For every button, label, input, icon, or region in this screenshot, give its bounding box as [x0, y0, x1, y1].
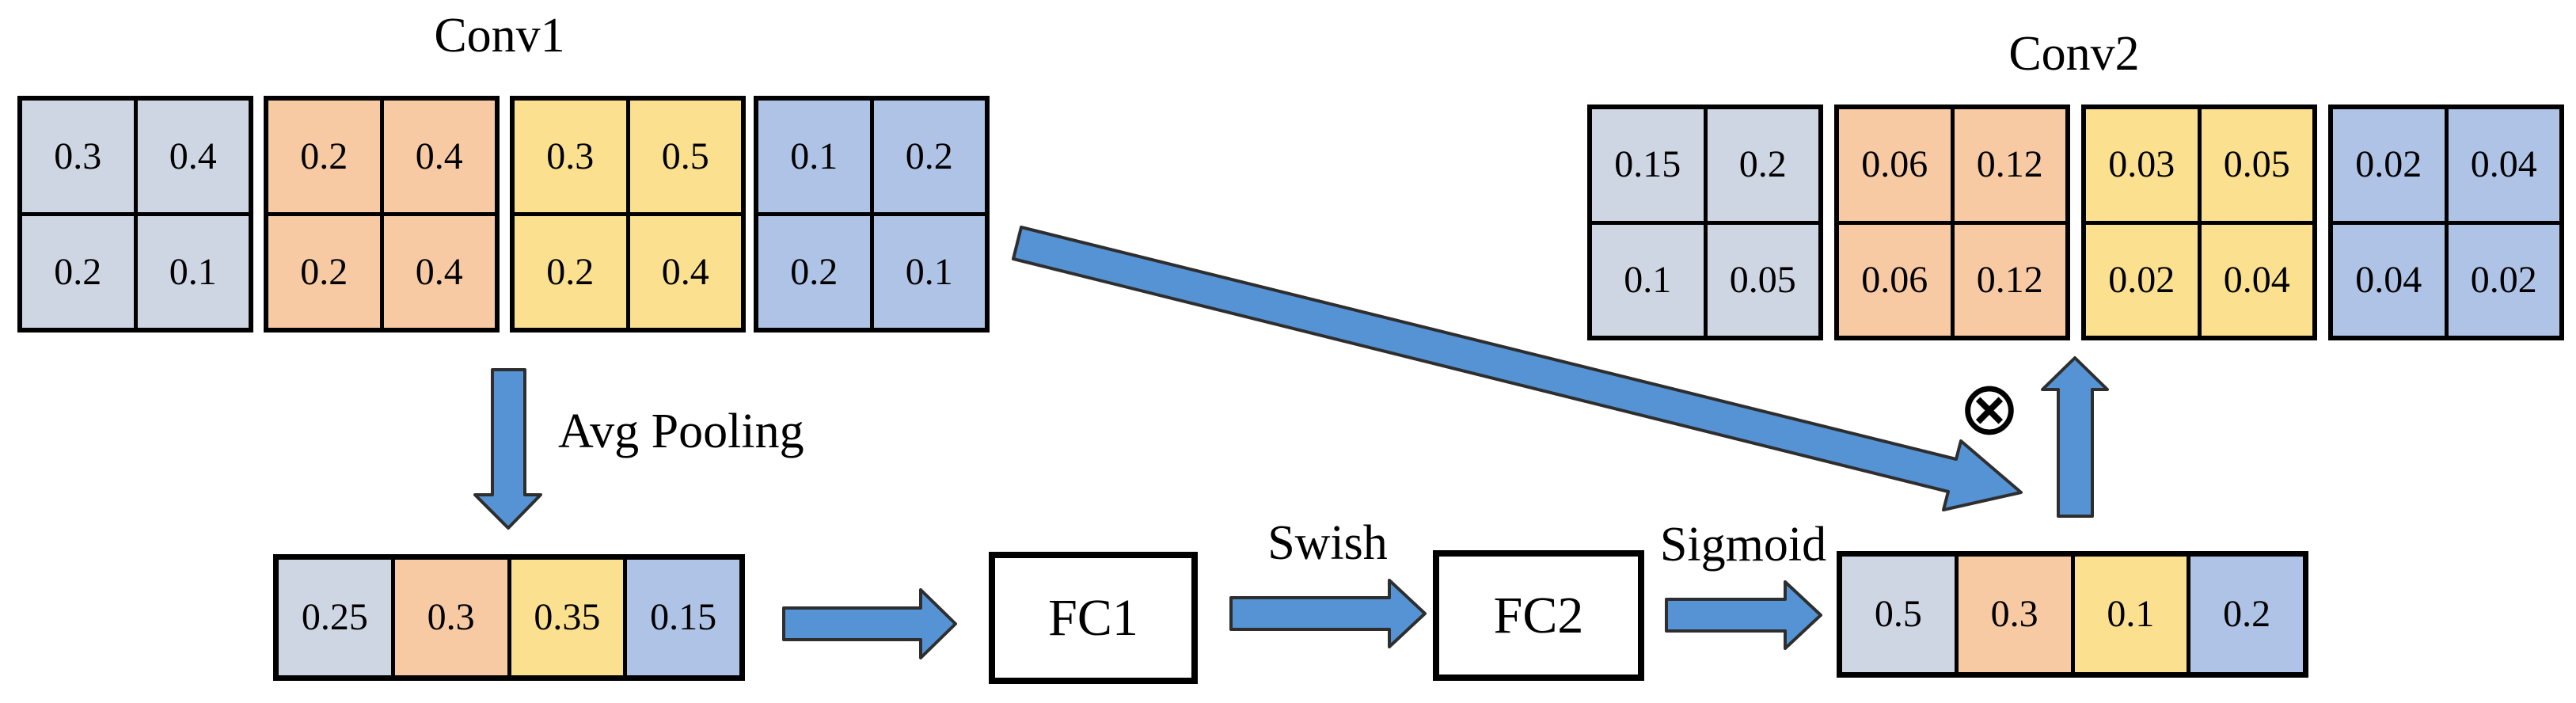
matrix-cell: 0.2	[268, 216, 380, 328]
matrix-cell: 0.12	[1954, 224, 2065, 336]
fc2-box: FC2	[1433, 550, 1644, 681]
conv2-matrix-blue: 0.02 0.04 0.04 0.02	[2328, 104, 2564, 340]
matrix-cell: 0.3	[22, 101, 134, 212]
matrix-cell: 0.02	[2333, 109, 2445, 221]
conv1-to-multiply-diagonal-arrow-icon	[1012, 226, 2023, 511]
vector-cell: 0.25	[279, 560, 391, 675]
pooled-vector: 0.25 0.3 0.35 0.15	[273, 554, 745, 681]
matrix-cell: 0.1	[1592, 224, 1704, 336]
conv2-matrix-yellow: 0.03 0.05 0.02 0.04	[2081, 104, 2317, 340]
matrix-cell: 0.04	[2201, 224, 2312, 336]
matrix-cell: 0.04	[2448, 109, 2559, 221]
swish-arrow-icon	[1229, 579, 1427, 648]
conv1-matrix-yellow: 0.3 0.5 0.2 0.4	[510, 96, 746, 332]
fc1-label: FC1	[1048, 588, 1138, 647]
matrix-cell: 0.2	[268, 101, 380, 212]
matrix-cell: 0.4	[629, 216, 741, 328]
matrix-cell: 0.12	[1954, 109, 2065, 221]
matrix-cell: 0.2	[515, 216, 626, 328]
vector-cell: 0.5	[1842, 557, 1955, 672]
matrix-cell: 0.04	[2333, 224, 2445, 336]
matrix-cell: 0.15	[1592, 109, 1704, 221]
conv2-matrix-gray: 0.15 0.2 0.1 0.05	[1587, 104, 1823, 340]
matrix-cell: 0.06	[1839, 109, 1951, 221]
fc1-box: FC1	[989, 552, 1198, 684]
conv1-matrix-blue: 0.1 0.2 0.2 0.1	[754, 96, 990, 332]
multiply-icon: ⊗	[1958, 366, 2021, 452]
pooled-to-fc1-arrow-icon	[782, 588, 957, 659]
matrix-cell: 0.2	[22, 216, 134, 328]
vector-cell: 0.3	[394, 560, 507, 675]
matrix-cell: 0.4	[383, 101, 495, 212]
matrix-cell: 0.1	[758, 101, 870, 212]
matrix-cell: 0.2	[758, 216, 870, 328]
vector-cell: 0.3	[1958, 557, 2071, 672]
avg-pooling-label: Avg Pooling	[558, 405, 804, 458]
scale-up-arrow-icon	[2041, 356, 2109, 518]
conv1-label: Conv1	[434, 9, 565, 63]
matrix-cell: 0.4	[383, 216, 495, 328]
avg-pooling-down-arrow-icon	[473, 368, 542, 530]
matrix-cell: 0.02	[2448, 224, 2559, 336]
fc2-label: FC2	[1493, 586, 1584, 644]
scale-vector: 0.5 0.3 0.1 0.2	[1837, 551, 2308, 678]
conv2-label: Conv2	[2008, 27, 2140, 81]
matrix-cell: 0.1	[873, 216, 985, 328]
matrix-cell: 0.03	[2086, 109, 2198, 221]
matrix-cell: 0.06	[1839, 224, 1951, 336]
matrix-cell: 0.05	[1707, 224, 1818, 336]
swish-label: Swish	[1267, 516, 1388, 570]
conv2-matrix-orange: 0.06 0.12 0.06 0.12	[1834, 104, 2070, 340]
matrix-cell: 0.02	[2086, 224, 2198, 336]
conv1-matrix-orange: 0.2 0.4 0.2 0.4	[264, 96, 500, 332]
matrix-cell: 0.3	[515, 101, 626, 212]
vector-cell: 0.1	[2074, 557, 2187, 672]
matrix-cell: 0.05	[2201, 109, 2312, 221]
matrix-cell: 0.4	[137, 101, 249, 212]
matrix-cell: 0.5	[629, 101, 741, 212]
vector-cell: 0.15	[627, 560, 739, 675]
sigmoid-arrow-icon	[1665, 580, 1822, 650]
matrix-cell: 0.2	[873, 101, 985, 212]
matrix-cell: 0.2	[1707, 109, 1818, 221]
vector-cell: 0.35	[511, 560, 624, 675]
sigmoid-label: Sigmoid	[1659, 518, 1827, 572]
vector-cell: 0.2	[2190, 557, 2303, 672]
conv1-matrix-gray: 0.3 0.4 0.2 0.1	[17, 96, 253, 332]
matrix-cell: 0.1	[137, 216, 249, 328]
